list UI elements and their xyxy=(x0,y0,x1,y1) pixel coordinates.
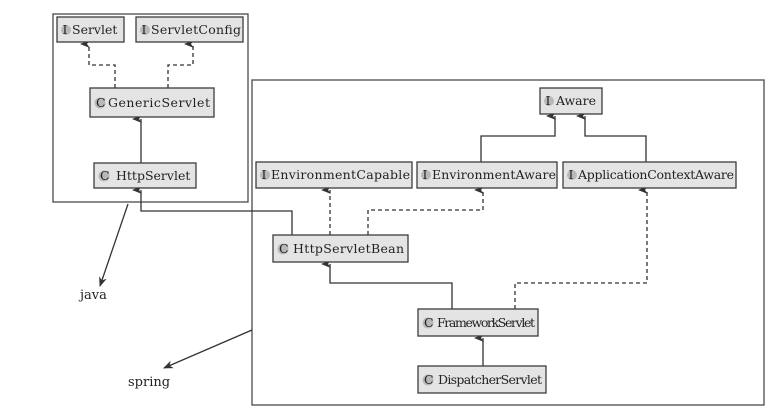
java-package-label: java xyxy=(78,288,107,303)
node-servlet[interactable]: I Servlet xyxy=(56,16,125,43)
edge-genericservlet-servletconfig xyxy=(167,40,194,88)
interface-badge-icon xyxy=(544,96,554,106)
class-badge-icon xyxy=(422,317,434,329)
node-label: GenericServlet xyxy=(108,95,210,110)
class-badge-icon xyxy=(98,170,110,182)
node-applicationcontextaware[interactable]: I ApplicationContextAware xyxy=(562,161,737,189)
kind-label: C xyxy=(279,241,289,256)
node-label: DispatcherServlet xyxy=(438,372,542,387)
kind-label: C xyxy=(424,372,434,387)
kind-label: C xyxy=(100,168,110,183)
kind-label: C xyxy=(424,315,434,330)
spring-package-frame xyxy=(251,79,765,406)
node-label: ServletConfig xyxy=(151,22,241,37)
node-label: EnvironmentCapable xyxy=(271,167,410,182)
node-servletconfig[interactable]: I ServletConfig xyxy=(135,16,244,43)
class-badge-icon xyxy=(94,97,106,109)
node-httpservletbean[interactable]: C HttpServletBean xyxy=(272,234,409,263)
node-label: Aware xyxy=(555,93,596,108)
node-label: FrameworkServlet xyxy=(437,315,535,330)
edge-applicationcontextaware-aware xyxy=(576,112,647,162)
node-label: HttpServletBean xyxy=(293,241,404,256)
kind-label: I xyxy=(142,22,147,37)
interface-badge-icon xyxy=(61,25,71,35)
edge-httpservletbean-httpservlet xyxy=(132,186,293,235)
interface-badge-icon xyxy=(140,25,150,35)
edges xyxy=(80,40,648,369)
node-label: EnvironmentAware xyxy=(432,167,556,182)
node-label: HttpServlet xyxy=(116,168,190,183)
edge-frameworkservlet-httpservletbean xyxy=(321,260,453,309)
kind-label: I xyxy=(423,167,428,182)
node-httpservlet[interactable]: C HttpServlet xyxy=(93,162,197,189)
class-badge-icon xyxy=(277,243,289,255)
node-aware[interactable]: I Aware xyxy=(539,87,603,115)
edge-environmentaware-aware xyxy=(480,112,556,162)
class-badge-icon xyxy=(422,374,434,386)
interface-badge-icon xyxy=(260,170,270,180)
edge-httpservletbean-environmentaware xyxy=(367,186,484,235)
java-package-frame xyxy=(52,13,249,203)
node-frameworkservlet[interactable]: C FrameworkServlet xyxy=(417,308,539,337)
java-pointer-line xyxy=(99,203,129,287)
interface-badge-icon xyxy=(567,170,577,180)
node-genericservlet[interactable]: C GenericServlet xyxy=(89,87,215,118)
kind-label: C xyxy=(96,95,106,110)
node-environmentcapable[interactable]: I EnvironmentCapable xyxy=(255,161,413,189)
spring-package-label: spring xyxy=(128,375,170,390)
node-label: ApplicationContextAware xyxy=(577,167,734,182)
node-dispatcherservlet[interactable]: C DispatcherServlet xyxy=(417,365,547,394)
edge-frameworkservlet-applicationcontextaware xyxy=(514,186,648,309)
interface-badge-icon xyxy=(421,170,431,180)
kind-label: I xyxy=(262,167,267,182)
node-environmentaware[interactable]: I EnvironmentAware xyxy=(416,161,558,189)
spring-pointer-line xyxy=(163,329,253,369)
kind-label: I xyxy=(63,22,68,37)
node-label: Servlet xyxy=(72,22,117,37)
kind-label: I xyxy=(546,93,551,108)
kind-label: I xyxy=(569,167,574,182)
edge-genericservlet-servlet xyxy=(80,40,116,88)
